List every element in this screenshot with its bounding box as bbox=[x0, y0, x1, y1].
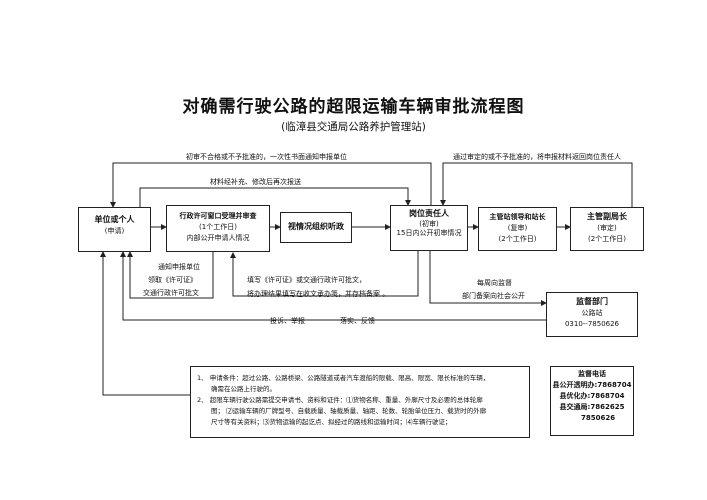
supervision-node: 监督部门 公路站 0310--7850626 bbox=[546, 292, 638, 337]
station-sub: (复审) bbox=[507, 224, 528, 232]
condition-line-4: 图； ⑵运输车辆的厂牌型号、自载质量、轴载质量、轴距、轮数、轮胎单位压力、载货时… bbox=[211, 407, 487, 415]
hotline-box: 监督电话 县公开透明办:7868704 县优化办:7868704 县交通局:78… bbox=[550, 366, 634, 436]
label-reject-notice: 初审不合格或不予批准的，一次性书面通知申报单位 bbox=[186, 153, 347, 161]
station-title: 主管站领导和站长 bbox=[489, 213, 546, 221]
applicant-node: 单位或个人 (申请) bbox=[78, 207, 151, 252]
condition-line-5: 尺寸等有关资料；⑶货物运输的起讫点、拟经过的路线和运输时间；⑷车辆行驶证； bbox=[211, 418, 452, 426]
condition-line-2: 确需在公路上行驶的。 bbox=[211, 385, 276, 393]
hotline-title: 监督电话 bbox=[578, 370, 606, 378]
condition-line-3: 2、 超限车辆行驶公路需提交申请书、资料和证件：⑴货物名称、重量、外廓尺寸及必要… bbox=[197, 396, 483, 404]
applicant-title: 单位或个人 bbox=[94, 215, 135, 224]
label-materials: 材料经补充、修改后再次报送 bbox=[210, 178, 301, 186]
officer-sub: (初审) bbox=[419, 220, 439, 228]
label-fill-2: 将办理结果填写在收文承办笺，并存档备案 。 bbox=[247, 290, 390, 298]
label-review-reject: 通过审定的或不予批准的，将申报材料返回岗位责任人 bbox=[453, 153, 621, 161]
label-weekly-1: 每周向监督 bbox=[477, 279, 512, 287]
supervision-line1: 公路站 bbox=[581, 309, 603, 317]
page-subtitle: (临漳县交通局公路养护管理站) bbox=[281, 121, 426, 133]
hearing-node: 视情况组织听政 bbox=[280, 212, 352, 243]
condition-line-1: 1、 申请条件：超过公路、公路桥梁、公路隧道或者汽车渡船的限载、限高、限宽、限长… bbox=[197, 374, 490, 382]
supervision-title: 监督部门 bbox=[576, 297, 608, 306]
applicant-sub: (申请) bbox=[104, 227, 125, 235]
label-notice-2: 领取《许可证》 bbox=[148, 276, 197, 284]
hotline-line-3: 县交通局:7862625 bbox=[559, 403, 625, 411]
hotline-line-2: 县优化办:7868704 bbox=[559, 392, 625, 400]
deputy-node: 主管副局长 (审定) (2个工作日) bbox=[570, 207, 644, 251]
hearing-title: 视情况组织听政 bbox=[288, 222, 344, 231]
officer-title: 岗位责任人 bbox=[409, 209, 449, 218]
label-weekly-2: 部门备案向社会公开 bbox=[462, 292, 525, 300]
window-sub: (1个工作日) bbox=[199, 223, 237, 231]
conditions-box: 1、 申请条件：超过公路、公路桥梁、公路隧道或者汽车渡船的限载、限高、限宽、限长… bbox=[190, 366, 530, 438]
officer-note: 15日内公开初审情况 bbox=[396, 229, 462, 237]
officer-node: 岗位责任人 (初审) 15日内公开初审情况 bbox=[390, 205, 468, 251]
label-complaint: 投诉、举报 bbox=[270, 317, 305, 325]
hotline-line-1: 县公开透明办:7868704 bbox=[552, 381, 632, 389]
deputy-sub: (审定) bbox=[597, 224, 617, 232]
window-note: 内部公开申请人情况 bbox=[186, 234, 250, 242]
hotline-line-4: 7850626 bbox=[581, 414, 616, 422]
station-node: 主管站领导和站长 (复审) (2个工作日) bbox=[478, 207, 557, 251]
supervision-line2: 0310--7850626 bbox=[564, 320, 620, 328]
window-node: 行政许可窗口受理并审查 (1个工作日) 内部公开申请人情况 bbox=[166, 205, 270, 252]
deputy-note: (2个工作日) bbox=[588, 235, 626, 243]
window-title: 行政许可窗口受理并审查 bbox=[179, 212, 257, 220]
deputy-title: 主管副局长 bbox=[587, 212, 627, 221]
station-note: (2个工作日) bbox=[498, 235, 537, 243]
label-notice-3: 交通行政许可批文 bbox=[143, 289, 199, 297]
page-title: 对确需行驶公路的超限运输车辆审批流程图 bbox=[182, 97, 525, 117]
label-implement: 落实、反馈 bbox=[340, 317, 375, 325]
label-fill-1: 填写《许可证》或交通行政许可批文， bbox=[247, 276, 366, 284]
label-notice-1: 通知申报单位 bbox=[158, 263, 200, 271]
